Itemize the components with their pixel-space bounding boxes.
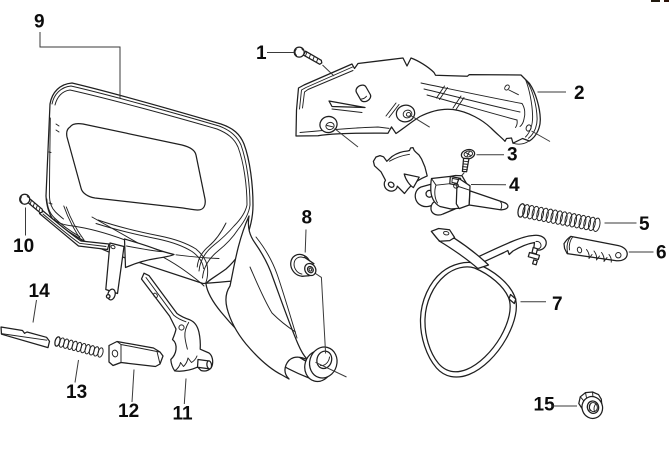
svg-text:7: 7: [552, 294, 563, 315]
svg-text:11: 11: [173, 404, 194, 425]
svg-text:10: 10: [13, 236, 34, 257]
svg-text:3: 3: [507, 145, 518, 166]
svg-text:1: 1: [256, 43, 267, 64]
svg-text:5: 5: [639, 214, 650, 235]
svg-text:14: 14: [29, 281, 51, 302]
svg-text:6: 6: [656, 243, 667, 264]
svg-text:9: 9: [34, 12, 45, 33]
svg-text:4: 4: [509, 175, 520, 196]
svg-text:12: 12: [118, 401, 139, 422]
svg-text:13: 13: [66, 382, 87, 403]
svg-text:15: 15: [534, 395, 556, 416]
svg-text:2: 2: [574, 83, 585, 104]
svg-text:8: 8: [302, 208, 313, 229]
